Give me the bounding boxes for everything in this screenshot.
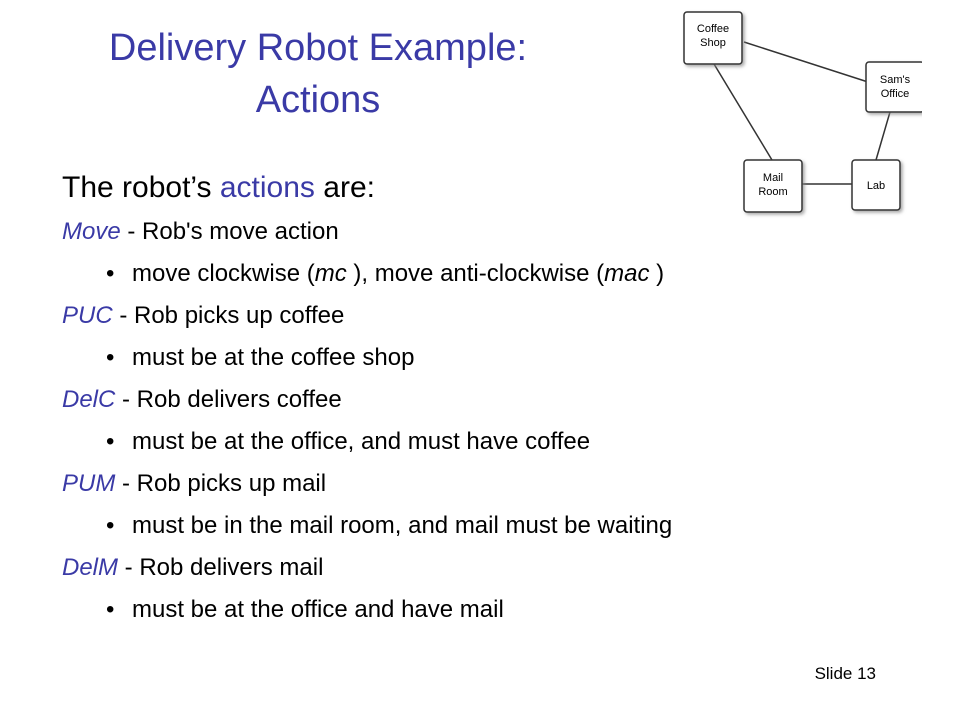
title-line-2: Actions	[255, 79, 381, 121]
action-puc: PUC - Rob picks up coffee	[62, 296, 942, 338]
edge-sams-lab	[875, 111, 891, 161]
bullet-dot: •	[106, 512, 115, 539]
intro-suffix: are:	[314, 171, 375, 204]
action-desc-delm: - Rob delivers mail	[118, 554, 324, 581]
action-name-puc: PUC	[62, 302, 113, 329]
action-desc-delc: - Rob delivers coffee	[115, 386, 342, 413]
actions-list: Move - Rob's move action • move clockwise…	[62, 212, 942, 632]
action-name-pum: PUM	[62, 470, 116, 497]
location-diagram: Coffee Shop Sam's Office Mail Room Lab	[683, 11, 922, 213]
action-desc-puc: - Rob picks up coffee	[112, 302, 345, 329]
bullet-dot: •	[106, 428, 115, 455]
action-desc-pum: - Rob picks up mail	[115, 470, 327, 497]
bullet-pum: • must be in the mail room, and mail must…	[62, 506, 942, 548]
action-delc: DelC - Rob delivers coffee	[62, 380, 942, 422]
slide-number: Slide 13	[814, 664, 876, 683]
node-coffee-shop: Coffee Shop	[683, 11, 743, 65]
intro-prefix: The robot’s	[62, 171, 220, 204]
node-sams-office-label-2: Office	[881, 88, 910, 100]
action-move: Move - Rob's move action	[62, 212, 942, 254]
bullet-puc-text: must be at the coffee shop	[132, 344, 415, 371]
bullet-move-text-2: ), move anti-clockwise (	[346, 260, 605, 287]
bullet-move: • move clockwise (mc ), move anti-clockwi…	[62, 254, 942, 296]
bullet-delc: • must be at the office, and must have co…	[62, 422, 942, 464]
bullet-pum-text: must be in the mail room, and mail must …	[132, 512, 673, 539]
slide-title: Delivery Robot Example: Actions	[28, 22, 608, 126]
bullet-delc-text: must be at the office, and must have cof…	[132, 428, 591, 455]
node-sams-office: Sam's Office	[865, 61, 922, 113]
action-name-move: Move	[62, 218, 121, 245]
intro-text: The robot’s actions are:	[62, 168, 375, 208]
intro-highlight: actions	[219, 171, 315, 204]
action-desc-move: - Rob's move action	[120, 218, 339, 245]
action-pum: PUM - Rob picks up mail	[62, 464, 942, 506]
node-lab: Lab	[851, 159, 901, 211]
node-lab-label: Lab	[867, 180, 885, 192]
action-name-delc: DelC	[62, 386, 116, 413]
bullet-move-text-1: move clockwise (	[132, 260, 315, 287]
bullet-dot: •	[106, 596, 115, 623]
bullet-move-text-3: )	[649, 260, 665, 287]
node-sams-office-label-1: Sam's	[880, 74, 911, 86]
edge-coffee-sams	[743, 41, 869, 83]
action-name-delm: DelM	[62, 554, 119, 581]
bullet-delm: • must be at the office and have mail	[62, 590, 942, 632]
edge-mail-coffee	[713, 63, 773, 161]
node-coffee-shop-label-1: Coffee	[697, 23, 729, 35]
action-delm: DelM - Rob delivers mail	[62, 548, 942, 590]
node-mail-room-label-2: Room	[758, 186, 787, 198]
bullet-move-mc: mc	[314, 260, 347, 287]
bullet-puc: • must be at the coffee shop	[62, 338, 942, 380]
bullet-dot: •	[106, 260, 115, 287]
node-mail-room-label-1: Mail	[763, 172, 783, 184]
bullet-delm-text: must be at the office and have mail	[132, 596, 504, 623]
title-line-1: Delivery Robot Example:	[108, 27, 528, 69]
bullet-move-mac: mac	[604, 260, 650, 287]
node-mail-room: Mail Room	[743, 159, 803, 213]
node-coffee-shop-label-2: Shop	[700, 37, 726, 49]
bullet-dot: •	[106, 344, 115, 371]
